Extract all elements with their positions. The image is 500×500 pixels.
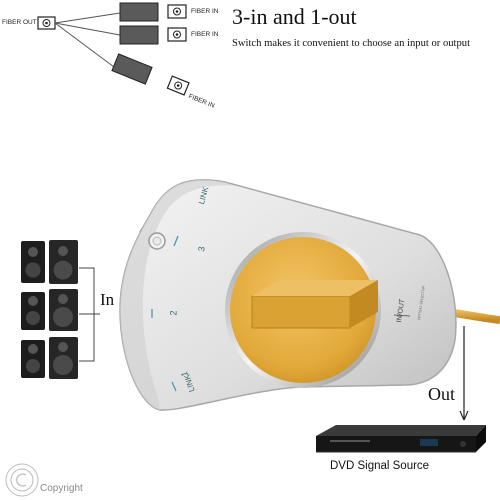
- out-label: Out: [428, 384, 455, 404]
- page-title: 3-in and 1-out: [232, 4, 357, 29]
- fiber-in-jack-icon: [166, 75, 190, 96]
- speaker-group-bottom: [21, 337, 78, 379]
- fiber-wiring-diagram: [37, 2, 190, 96]
- speaker-group-top: [21, 240, 78, 284]
- fiber-in-jack-icon: [167, 27, 187, 42]
- fiber-out-label: FIBER OUT: [2, 19, 37, 26]
- switch-box-3: [111, 53, 153, 85]
- copyright-icon: [5, 463, 39, 497]
- speaker-group-middle: [21, 289, 78, 331]
- fiber-in-label: FIBER IN: [191, 31, 219, 38]
- optical-switch-device: [119, 179, 457, 411]
- fiber-in-jack-icon: [167, 4, 187, 19]
- switch-box-1: [119, 2, 159, 22]
- in-label: In: [100, 290, 115, 309]
- copyright-label: Copyright: [40, 483, 83, 494]
- dvd-player-image: [316, 425, 486, 453]
- fiber-in-label: FIBER IN: [191, 8, 219, 15]
- dvd-signal-source-label: DVD Signal Source: [330, 460, 430, 472]
- switch-box-2: [119, 25, 159, 45]
- number-2-label: 2: [168, 310, 179, 316]
- page-subtitle: Switch makes it convenient to choose an …: [232, 38, 471, 49]
